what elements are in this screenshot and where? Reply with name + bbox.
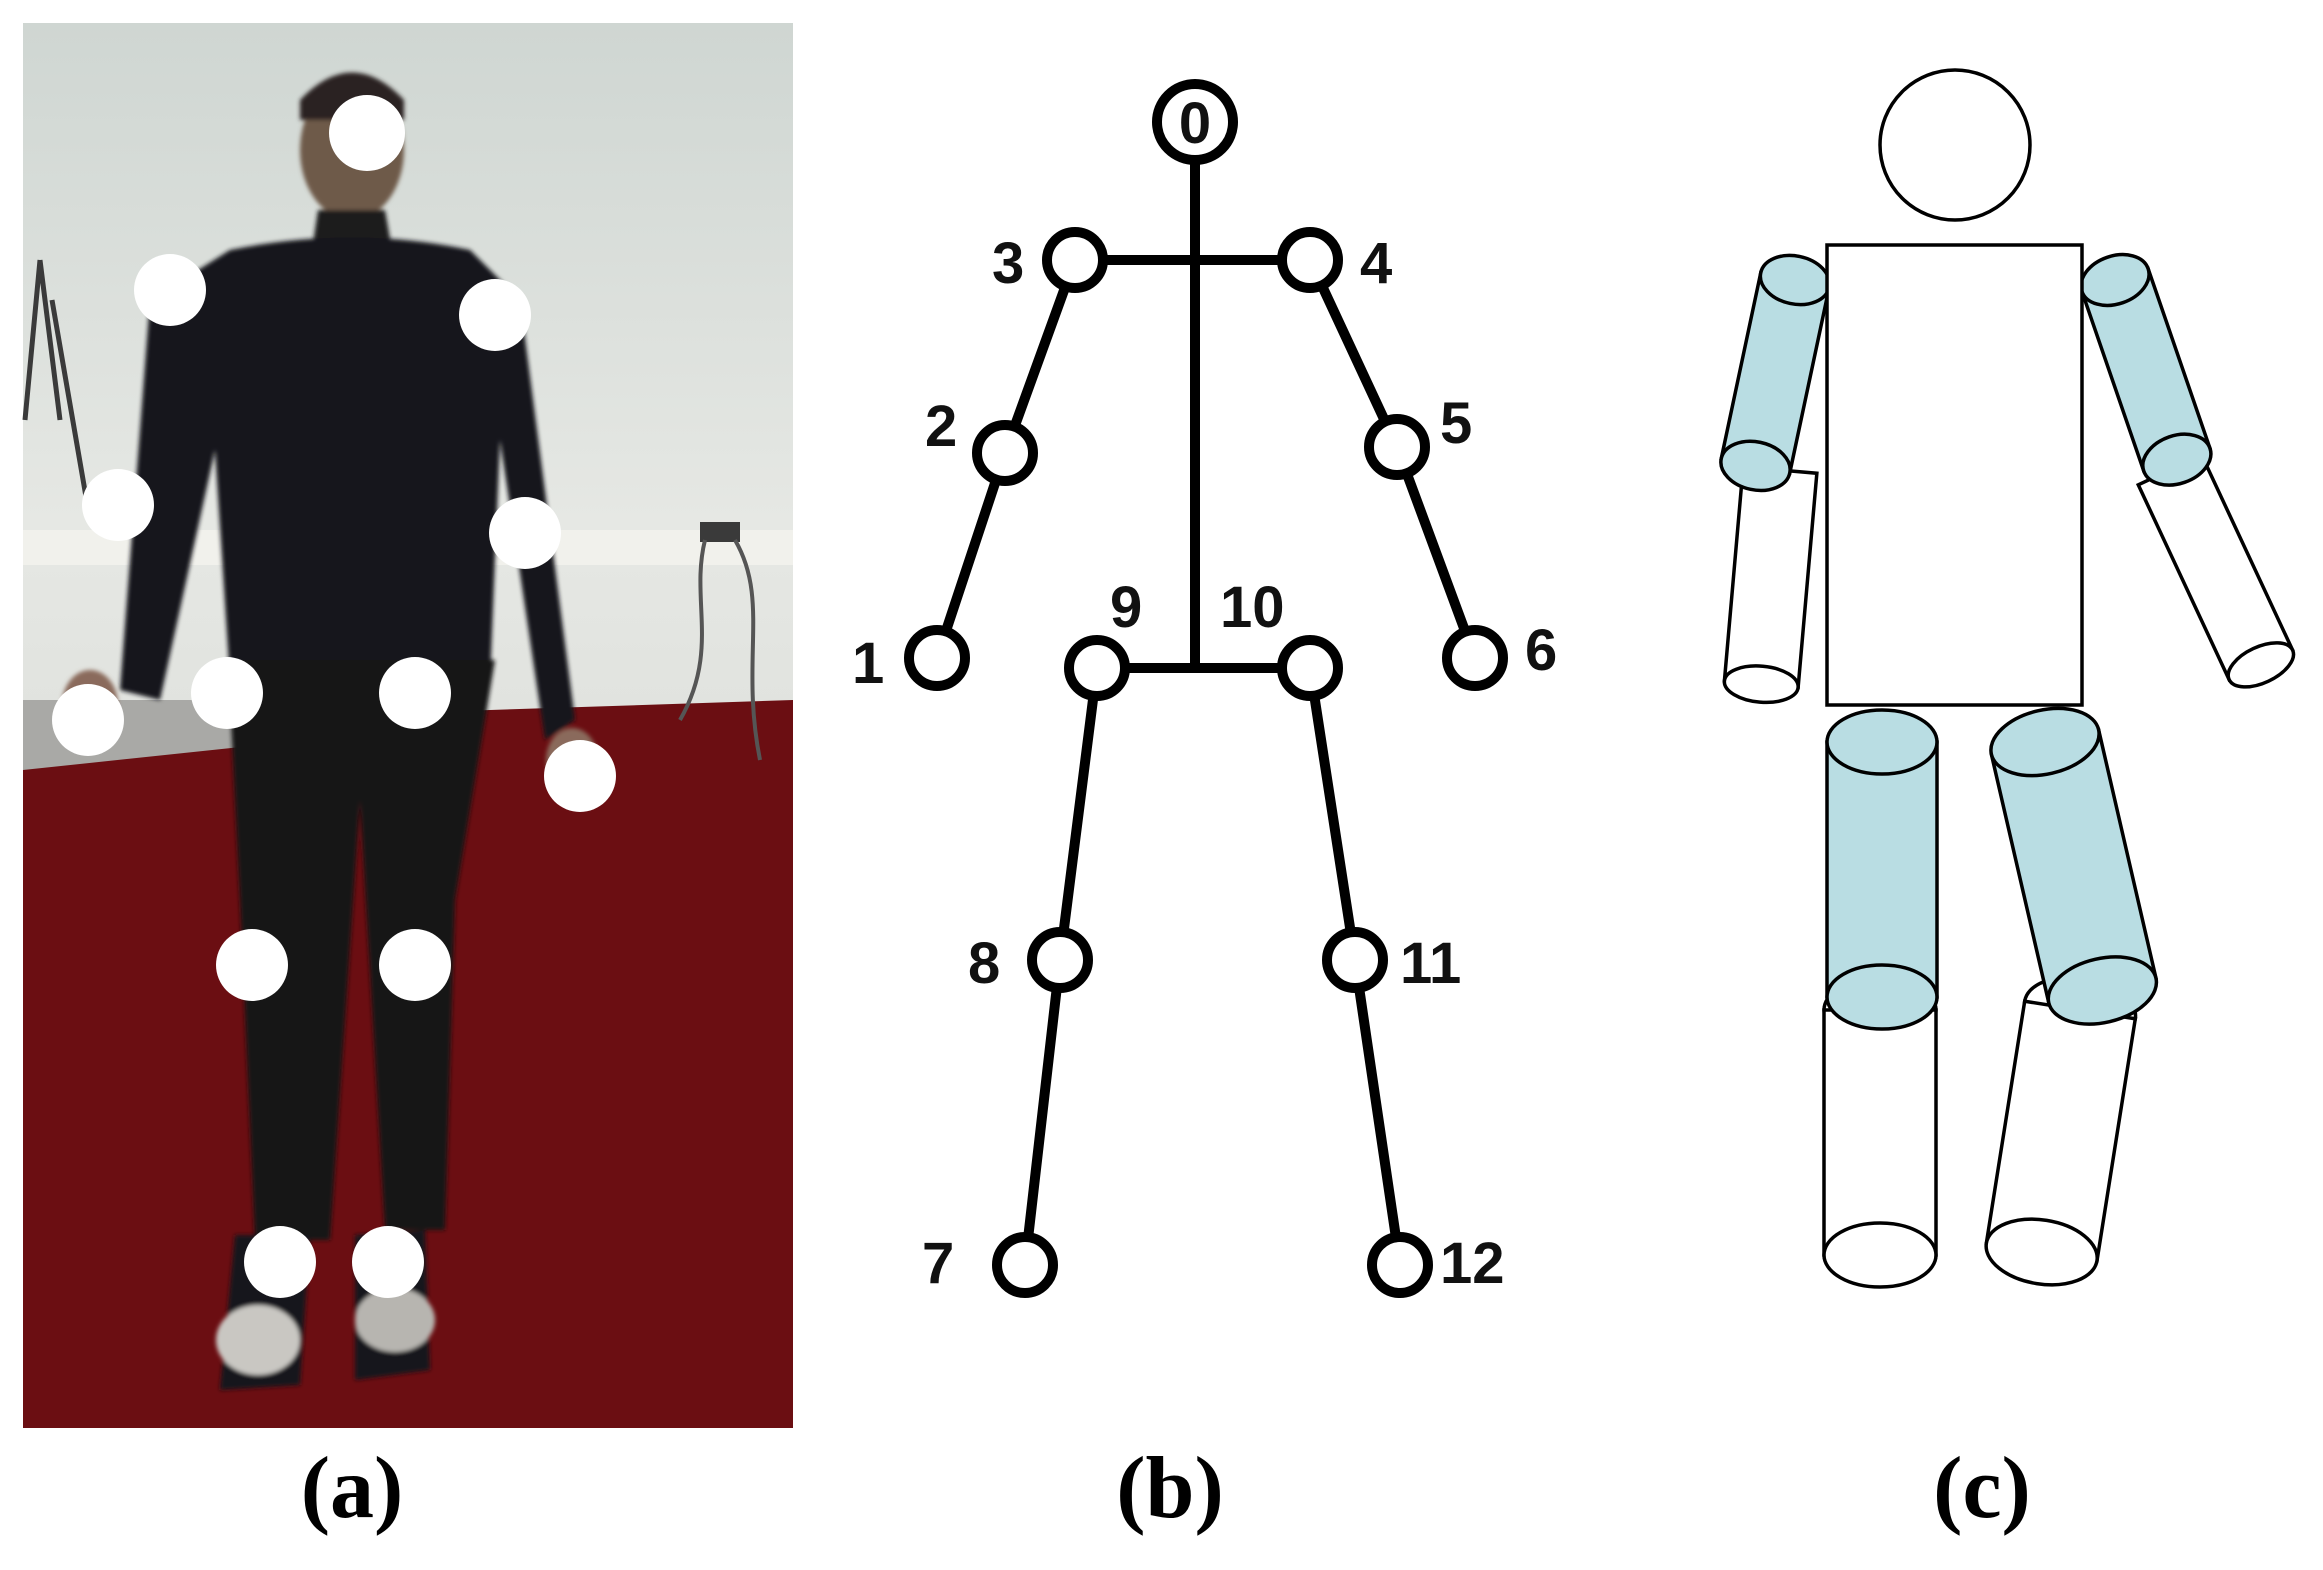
marker-right-hip xyxy=(191,657,263,729)
left-upper-arm xyxy=(2079,252,2213,487)
joint-12 xyxy=(1367,1232,1433,1298)
model-torso xyxy=(1825,243,2084,707)
caption-c: (c) xyxy=(1933,1440,2031,1537)
photo-panel xyxy=(22,23,793,1428)
joint-label-7: 7 xyxy=(922,1231,954,1296)
joint-0 xyxy=(1152,79,1238,165)
cylinder-model-panel xyxy=(1719,68,2296,1289)
joint-label-4: 4 xyxy=(1360,231,1392,296)
marker-right-ankle xyxy=(244,1226,316,1298)
joint-11 xyxy=(1322,927,1388,993)
joint-label-3: 3 xyxy=(992,231,1024,296)
joint-label-8: 8 xyxy=(968,931,1000,996)
caption-a: (a) xyxy=(300,1440,404,1537)
caption-b: (b) xyxy=(1116,1440,1224,1537)
joint-label-10: 10 xyxy=(1220,575,1285,640)
skeleton-bones xyxy=(932,155,1480,1270)
marker-right-wrist xyxy=(52,684,124,756)
marker-head xyxy=(329,95,405,171)
marker-left-ankle xyxy=(352,1226,424,1298)
marker-left-elbow xyxy=(489,497,561,569)
marker-right-shoulder xyxy=(134,254,206,326)
joint-7 xyxy=(992,1232,1058,1298)
joint-label-6: 6 xyxy=(1525,618,1557,683)
skeleton-joints xyxy=(904,79,1508,1298)
joint-6 xyxy=(1442,625,1508,691)
model-head xyxy=(1878,68,2032,222)
photo-cable xyxy=(678,538,762,761)
right-upper-arm xyxy=(1719,253,1832,493)
right-lower-arm xyxy=(1722,464,1819,705)
joint-label-1: 1 xyxy=(852,631,884,696)
photo-tripod xyxy=(22,259,93,521)
joint-10 xyxy=(1277,635,1343,701)
joint-4 xyxy=(1277,227,1343,293)
left-upper-leg xyxy=(1989,706,2159,1026)
joint-label-12: 12 xyxy=(1440,1231,1505,1296)
motion-markers xyxy=(52,95,616,1298)
skeleton-panel: 0 1 2 3 4 5 6 7 8 9 10 11 12 xyxy=(852,79,1557,1298)
marker-right-elbow xyxy=(82,469,154,541)
joint-2 xyxy=(972,420,1038,486)
joint-1 xyxy=(904,625,970,691)
marker-right-knee xyxy=(216,929,288,1001)
joint-9 xyxy=(1064,635,1130,701)
photo-outlet xyxy=(700,522,740,542)
joint-8 xyxy=(1027,927,1093,993)
joint-label-5: 5 xyxy=(1440,391,1472,456)
marker-left-shoulder xyxy=(459,279,531,351)
right-upper-leg xyxy=(1825,708,1939,1031)
joint-label-11: 11 xyxy=(1400,931,1461,996)
left-lower-arm xyxy=(2135,452,2296,689)
right-lower-leg xyxy=(1822,976,1938,1289)
joint-labels: 0 1 2 3 4 5 6 7 8 9 10 11 12 xyxy=(852,91,1557,1296)
marker-left-wrist xyxy=(544,740,616,812)
marker-left-hip xyxy=(379,657,451,729)
joint-label-0: 0 xyxy=(1179,91,1211,156)
joint-label-9: 9 xyxy=(1110,575,1142,640)
joint-3 xyxy=(1042,227,1108,293)
joint-5 xyxy=(1364,414,1430,480)
marker-left-knee xyxy=(379,929,451,1001)
joint-label-2: 2 xyxy=(925,394,957,459)
